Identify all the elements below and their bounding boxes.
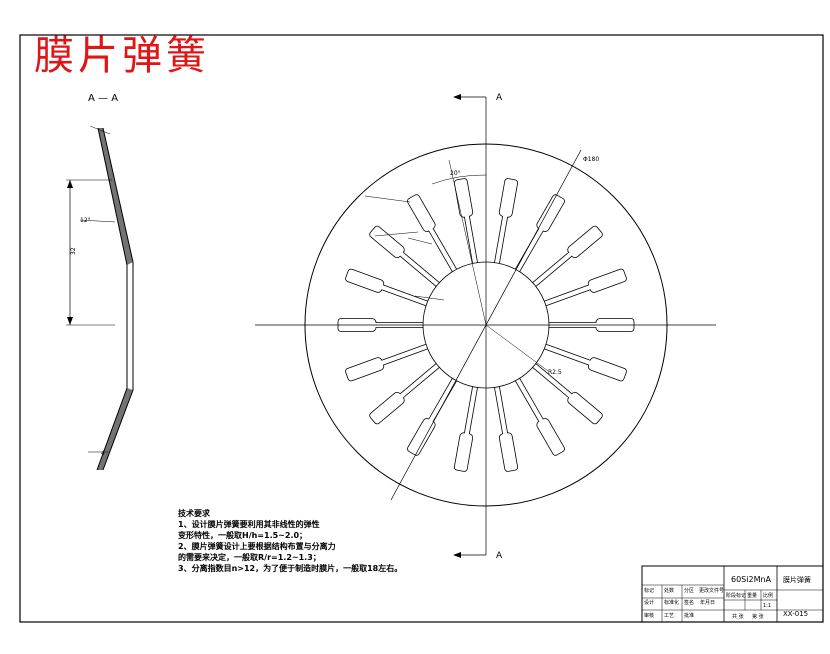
finger-slot [544, 268, 627, 307]
drawing-frame [19, 34, 824, 623]
section-marker-bottom: A [496, 551, 503, 561]
slot-dim-line-4 [414, 295, 445, 301]
finger-slot [369, 225, 440, 287]
cone-angle-label: 12° [80, 217, 91, 224]
finger-slot [337, 318, 423, 332]
finger-slot [407, 194, 458, 272]
part-name-text: 膜片弹簧 [783, 575, 811, 584]
section-marker-top: A [496, 93, 503, 103]
tb-cell-12: 工艺 [664, 613, 674, 619]
tb-cell-1: 处数 [664, 587, 674, 594]
section-label: A — A [88, 93, 118, 104]
notes-line-3: 2、膜片弹簧设计上要根据结构布置与分离力 [178, 542, 336, 551]
tb-cell-2: 分区 [684, 587, 694, 594]
tb-cell-6: 设计 [644, 599, 654, 606]
diameter-label: Φ180 [583, 156, 599, 163]
slot-dim-line-3 [407, 237, 433, 245]
finger-slots [337, 178, 635, 472]
tb-cell-8: 阶段标记 [726, 592, 746, 599]
section-hatch-top [98, 128, 133, 265]
finger-slot [494, 386, 518, 472]
tb-cell-14: 共 张 [732, 613, 744, 620]
tb-cell-11: 审核 [644, 612, 654, 619]
thickness-leader-top [89, 125, 111, 135]
finger-slot [345, 343, 428, 382]
tb-cell-5: 年月日 [700, 599, 715, 606]
tb-cell-0: 标记 [644, 587, 654, 594]
finger-slot [532, 363, 603, 425]
section-arrowhead-bottom [453, 552, 461, 558]
tb-cell-15: 第 张 [752, 613, 764, 620]
section-hatch-bottom [97, 388, 133, 470]
height-arrow-top [67, 180, 73, 188]
finger-slot [532, 225, 603, 287]
finger-slot [494, 178, 518, 264]
thickness-label: 4 [101, 450, 105, 457]
radius-leader [485, 324, 549, 372]
finger-slot [345, 268, 428, 307]
finger-slot [514, 378, 565, 456]
notes-line-1: 1、设计膜片弹簧要利用其非线性的弹性 [178, 520, 320, 529]
finger-slot [407, 378, 458, 456]
slot-dim-line-2 [374, 231, 419, 237]
angle-label: 20° [450, 170, 461, 177]
material-text: 60Si2MnA [731, 575, 772, 584]
angle-dim-line [79, 219, 116, 223]
slot-dim-line-1 [364, 195, 411, 203]
finger-slot [514, 194, 565, 272]
title-block [641, 565, 824, 623]
tb-cell-3: 更改文件号 [699, 587, 724, 594]
radius-label: R2.5 [548, 369, 562, 376]
finger-slot [544, 343, 627, 382]
tb-cell-16: 1:1 [763, 603, 771, 609]
title-block-frame [641, 565, 824, 623]
tb-cell-13: 批准 [684, 612, 694, 619]
drawing-title: 膜片弹簧 [34, 33, 210, 79]
finger-slot [369, 363, 440, 425]
notes-line-4: 的需要来决定，一般取R/r=1.2~1.3； [178, 553, 321, 562]
tb-cell-7: 标准化 [664, 599, 679, 606]
finger-slot [454, 178, 478, 264]
notes-heading: 技术要求 [178, 509, 210, 518]
tb-cell-4: 签名 [684, 599, 694, 606]
notes-line-5: 3、分离指数目n>12，为了便于制造时膜片，一般取18左右。 [178, 564, 403, 573]
technical-notes: 技术要求 1、设计膜片弹簧要利用其非线性的弹性 变形特性，一般取H/h=1.5~… [178, 508, 402, 574]
title-block-text: 60Si2MnA 膜片弹簧 XX-015 标记 处数 分区 更改文件号 签名 年… [644, 575, 811, 620]
finger-slot [549, 318, 635, 332]
finger-slot [454, 386, 478, 472]
tb-cell-10: 比例 [763, 592, 773, 599]
notes-line-2: 变形特性，一般取H/h=1.5~2.0； [178, 531, 308, 540]
height-arrow-bottom [67, 317, 73, 325]
angle-arc [431, 174, 487, 185]
height-label: 32 [70, 247, 77, 255]
section-arrowhead-top [453, 94, 461, 100]
tb-cell-9: 重量 [747, 592, 757, 599]
front-view: Φ180 20° R2.5 [255, 94, 716, 558]
section-view: A — A 32 12° 4 [66, 93, 134, 471]
drawing-number-text: XX-015 [783, 610, 808, 618]
